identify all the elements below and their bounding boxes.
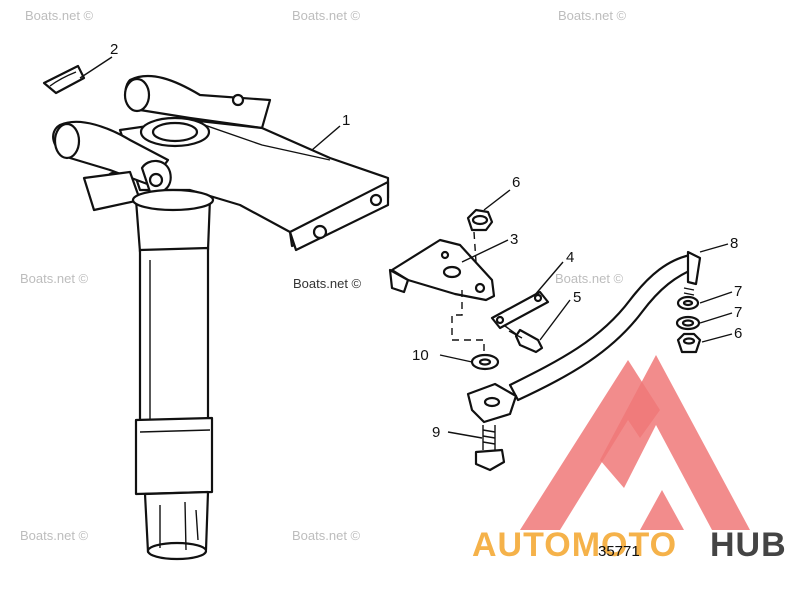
callout-labels: 1 2 3 4 5 6 7 7 6 8 9 10 [110,41,742,441]
watermark: Boats.net © [292,528,361,543]
assembly-line [451,290,485,362]
watermark: Boats.net © [555,271,624,286]
callout-5: 5 [573,289,581,306]
callout-6: 6 [512,174,520,191]
logo-text-automoto: AUTOMOTO [472,526,677,564]
callout-4: 4 [566,249,574,266]
part-washer [470,353,500,371]
watermark-center: Boats.net © [293,276,362,291]
watermark: Boats.net © [292,8,361,23]
logo-text-hub: HUB [710,526,787,564]
watermark: Boats.net © [20,528,89,543]
reference-number: 35771 [598,543,640,560]
callout-8: 8 [730,235,738,252]
callout-7: 7 [734,283,742,300]
callout-10: 10 [412,347,429,364]
part-nut-top [466,208,494,232]
part-link-rod [466,250,702,424]
watermark: Boats.net © [25,8,94,23]
assembly-line [473,231,477,263]
part-steering-column [131,188,215,561]
automotohub-logo: AUTOMOTO HUB [472,355,787,564]
part-steering-bracket [52,75,390,252]
watermark-group: Boats.net © Boats.net © Boats.net © Boat… [20,8,627,543]
callout-7: 7 [734,304,742,321]
callout-6: 6 [734,325,742,342]
leader-lines [79,56,733,439]
part-bolt [504,325,544,354]
part-clip [42,64,86,95]
part-washer-stack [675,295,702,354]
logo-triangle-outer [520,360,660,530]
watermark: Boats.net © [558,8,627,23]
logo-triangle-inner [640,490,684,530]
logo-triangle-mid [600,355,750,530]
callout-2: 2 [110,41,118,58]
part-small-plate [490,290,550,330]
callout-9: 9 [432,424,440,441]
watermark: Boats.net © [20,271,89,286]
part-bolt-lower [474,425,506,472]
callout-1: 1 [342,112,350,129]
part-mounting-plate [388,238,496,302]
callout-3: 3 [510,231,518,248]
